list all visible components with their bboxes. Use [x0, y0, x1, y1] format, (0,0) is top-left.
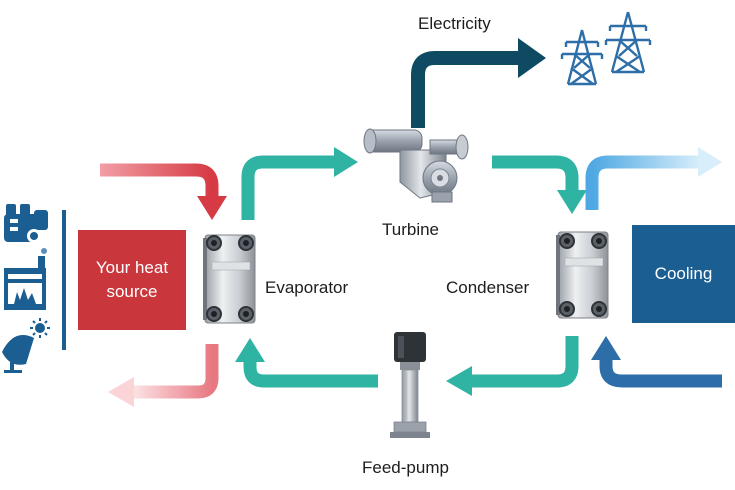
cooling-box: Cooling: [632, 225, 735, 323]
flow-cooling-to-condenser: [591, 336, 722, 388]
electricity-label: Electricity: [418, 14, 491, 33]
turbine-machine: [363, 128, 469, 203]
flow-evaporator-to-heat-return: [108, 344, 219, 407]
evaporator-label: Evaporator: [265, 278, 349, 297]
heat-source-label-line1: Your heat: [95, 258, 169, 277]
flow-condenser-to-cooling-out: [585, 147, 722, 210]
solar-collector-icon: [2, 318, 50, 373]
flow-turbine-to-electricity: [411, 38, 546, 128]
feed-pump-label: Feed-pump: [362, 458, 449, 477]
flow-turbine-to-condenser: [492, 155, 587, 214]
heat-source-label-line2: source: [106, 282, 158, 301]
flow-heat-source-to-evaporator: [100, 163, 227, 220]
flow-condenser-to-feed-pump: [446, 336, 579, 396]
heat-source-box: Your heat source: [78, 230, 186, 330]
power-pylon-icon: [560, 11, 652, 86]
condenser-heat-exchanger: [556, 231, 609, 319]
turbine-label: Turbine: [382, 220, 440, 239]
engine-icon: [4, 204, 48, 243]
feed-pump-machine: [390, 332, 430, 438]
flow-evaporator-to-turbine: [241, 147, 358, 220]
flow-feed-pump-to-evaporator: [235, 338, 378, 388]
evaporator-heat-exchanger: [203, 234, 256, 324]
heat-source-divider: [62, 210, 66, 350]
condenser-label: Condenser: [446, 278, 530, 297]
cooling-label: Cooling: [654, 264, 713, 283]
factory-furnace-icon: [4, 248, 47, 310]
